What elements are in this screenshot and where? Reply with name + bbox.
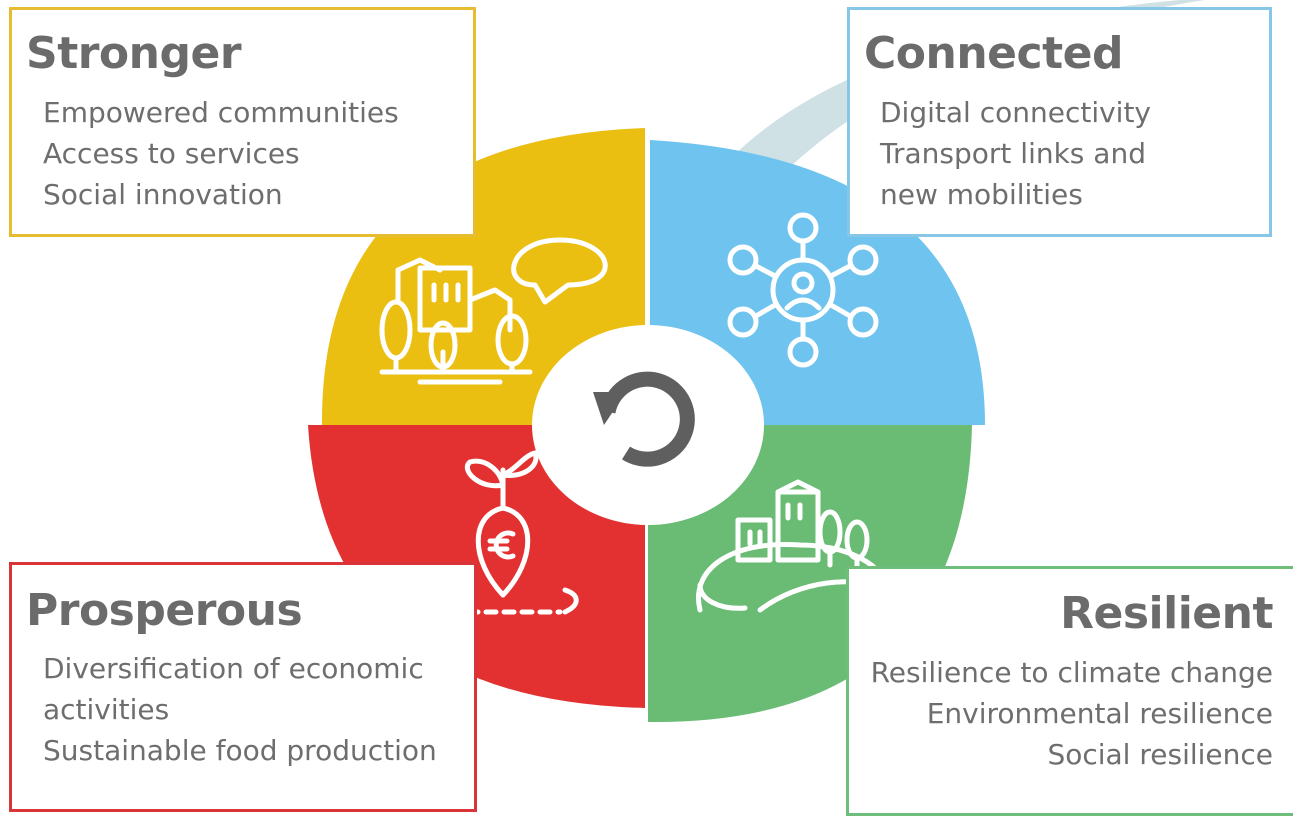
sector-resilient: [648, 425, 972, 723]
connected-box: Connected Digital connectivity Transport…: [847, 7, 1272, 237]
network-hub-person-icon: [727, 212, 879, 368]
stronger-item: Social innovation: [43, 178, 283, 211]
prosperous-items: Diversification of economic activities S…: [43, 648, 437, 771]
resilient-items: Resilience to climate change Environment…: [871, 652, 1273, 775]
resilient-item: Social resilience: [1047, 738, 1273, 771]
connected-item: Digital connectivity: [880, 96, 1152, 129]
stronger-title: Stronger: [26, 28, 242, 79]
connected-item: Transport links and: [880, 137, 1146, 170]
town-on-hill-icon: [696, 479, 888, 613]
resilient-item: Environmental resilience: [926, 697, 1273, 730]
resilient-item: Resilience to climate change: [870, 656, 1273, 689]
resilient-title: Resilient: [1060, 588, 1273, 639]
connected-title: Connected: [864, 28, 1123, 79]
euro-sprout-pin-icon: [426, 450, 579, 615]
stronger-box: Stronger Empowered communities Access to…: [9, 7, 476, 237]
center-hub: [532, 325, 764, 525]
prosperous-box: Prosperous Diversification of economic a…: [9, 562, 477, 812]
stronger-item: Empowered communities: [43, 96, 399, 129]
prosperous-title: Prosperous: [26, 585, 303, 636]
prosperous-item: Diversification of economic: [43, 652, 424, 685]
prosperous-item: activities: [43, 693, 170, 726]
connected-items: Digital connectivity Transport links and…: [880, 92, 1151, 215]
connected-item: new mobilities: [880, 178, 1083, 211]
sector-connected: [650, 140, 985, 425]
village-speech-bubble-icon: [379, 237, 608, 385]
prosperous-item: Sustainable food production: [43, 734, 437, 767]
cycle-arrow-icon: [593, 371, 695, 467]
stronger-item: Access to services: [43, 137, 300, 170]
stronger-items: Empowered communities Access to services…: [43, 92, 399, 215]
resilient-box: Resilient Resilience to climate change E…: [846, 566, 1293, 816]
